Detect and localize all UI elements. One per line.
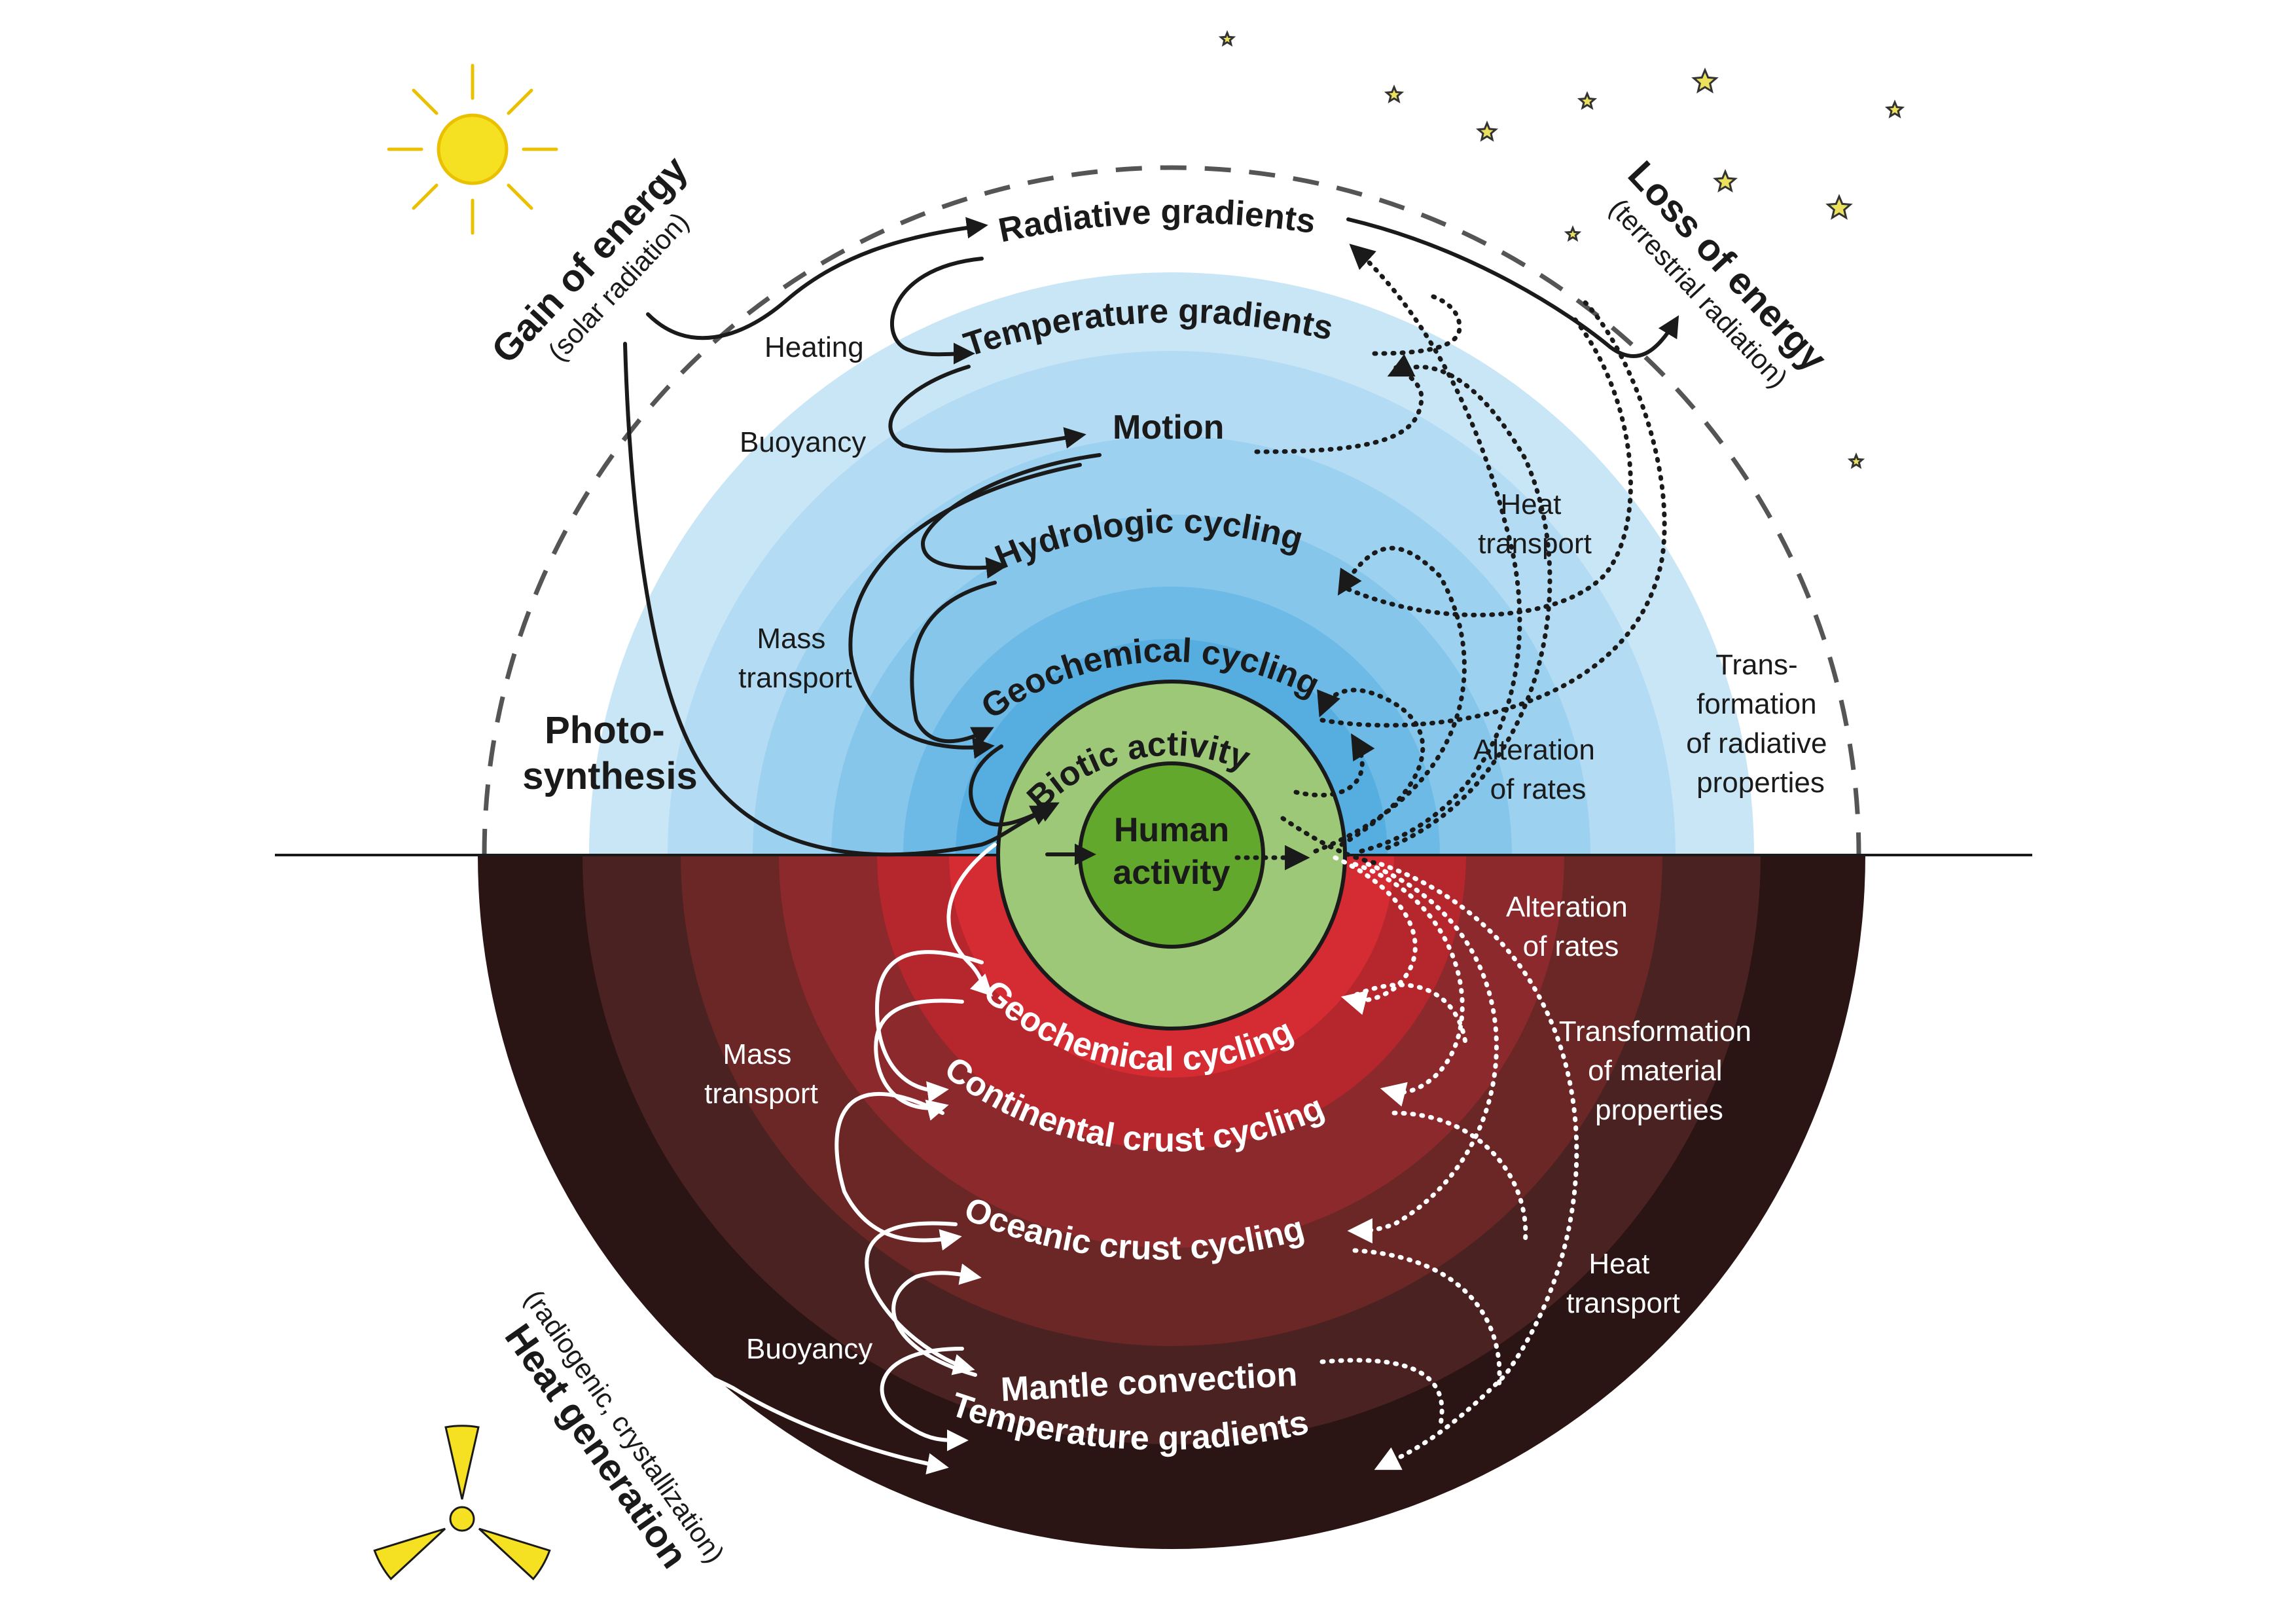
stars xyxy=(1218,30,1905,469)
process-motion: Motion xyxy=(1113,409,1224,447)
human-activity-label-2: activity xyxy=(1113,854,1230,892)
label-alteration-lower: Alteration of rates xyxy=(1506,891,1636,962)
heat-generation-title: Heat generation xyxy=(497,1317,696,1576)
upper-solid-arrows xyxy=(623,217,1679,871)
label-heat-transport-lower: Heat transport xyxy=(1566,1248,1680,1319)
upper-dotted-arrows xyxy=(1254,244,1667,867)
label-transformation-material: Transformation of material properties xyxy=(1559,1015,1759,1126)
star-icon xyxy=(1825,194,1853,220)
human-activity-label: Human xyxy=(1114,811,1229,849)
label-heat-transport-upper: Heat transport xyxy=(1478,488,1592,560)
label-transformation-radiative: Trans- formation of radiative properties xyxy=(1686,649,1835,799)
label-buoyancy-upper: Buoyancy xyxy=(740,426,866,458)
label-mass-transport-upper: Mass transport xyxy=(738,623,852,694)
label-heating: Heating xyxy=(764,331,864,363)
sun-icon xyxy=(387,64,558,235)
star-icon xyxy=(1218,30,1236,47)
star-icon xyxy=(1713,169,1738,193)
lower-dotted-arrows xyxy=(1319,855,1579,1470)
star-icon xyxy=(1564,225,1582,242)
star-icon xyxy=(1577,91,1598,110)
label-photosynthesis: Photo- synthesis xyxy=(522,709,698,797)
lower-solid-arrows xyxy=(620,843,997,1475)
gain-of-energy: Gain of energy (solar radiation) xyxy=(483,148,695,371)
label-mass-transport-lower: Mass transport xyxy=(704,1038,818,1110)
process-radiative-gradients: Radiative gradients xyxy=(996,192,1318,249)
label-buoyancy-lower: Buoyancy xyxy=(746,1333,872,1365)
star-icon xyxy=(1691,67,1719,94)
star-icon xyxy=(1884,100,1905,119)
star-icon xyxy=(1384,84,1405,103)
label-alteration-upper: Alteration of rates xyxy=(1473,734,1603,805)
radiation-icon xyxy=(373,1425,551,1580)
atmosphere-boundary xyxy=(482,165,1861,856)
loss-of-energy: Loss of energy (terrestrial radiation) xyxy=(1604,153,1835,393)
star-icon xyxy=(1847,452,1865,469)
star-icon xyxy=(1475,120,1499,142)
